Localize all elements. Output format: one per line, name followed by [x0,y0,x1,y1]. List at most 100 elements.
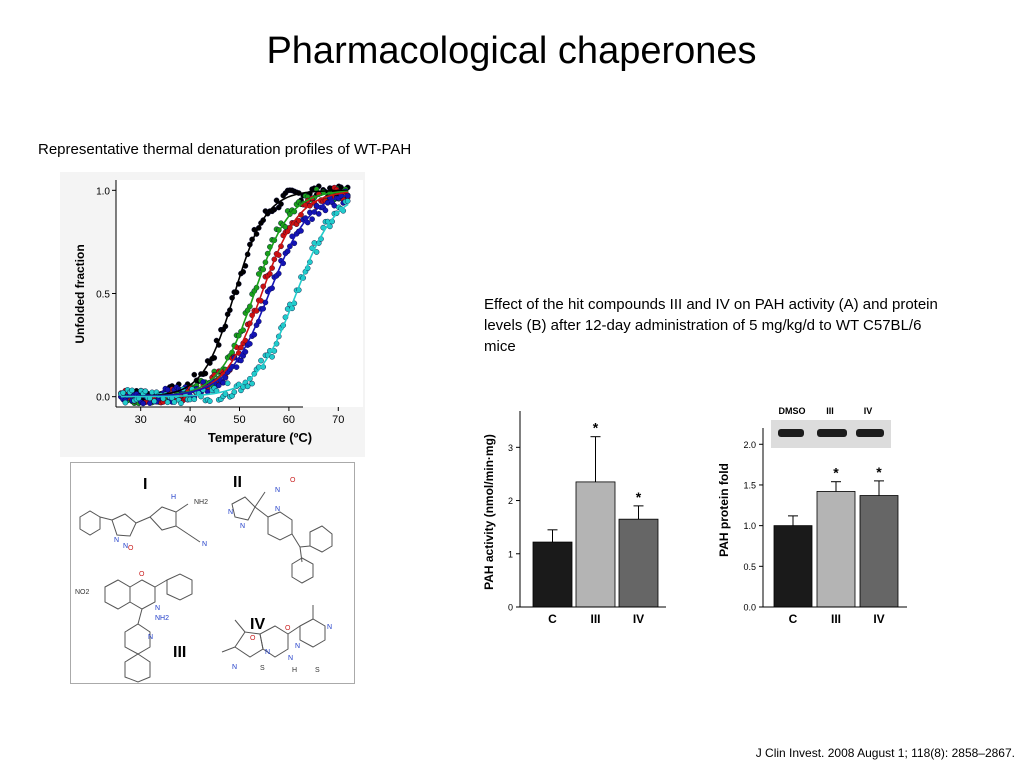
activity-caption: Effect of the hit compounds III and IV o… [484,296,938,355]
x-axis-label: Temperature (ºC) [208,430,312,445]
bar-iv [859,495,899,608]
data-point [249,380,255,387]
data-point [171,399,178,405]
data-point [129,387,135,394]
y-tick-label: 0.0 [743,603,756,613]
data-point [140,400,146,407]
significance-mark: * [636,489,642,505]
data-point [233,364,240,370]
bar-iii [575,481,616,608]
compound-structures: I II III IV N NH2 H N N O N [70,462,355,684]
atom-IV-N1: N [265,649,270,656]
data-point [178,400,184,407]
data-point [142,388,149,395]
atom-IV-O2: O [250,635,256,642]
label-compound-IV: IV [250,616,265,633]
atom-IV-S2: S [315,667,320,674]
blot-label-dmso: DMSO [779,406,806,416]
blot-band-dmso [778,429,804,437]
data-point [122,399,129,406]
y-tick-label: 0.0 [96,393,110,404]
plot-area [116,180,363,407]
y-tick-label: 0.5 [743,562,756,572]
significance-mark: * [833,465,839,481]
category-label: C [789,612,798,626]
bar-c [532,541,573,608]
x-tick-label: 70 [332,414,344,426]
atom-IV-N2: N [288,655,293,662]
data-point [344,198,351,204]
y-tick-label: 0.5 [96,290,110,301]
category-label: C [548,612,557,626]
blot-band-iv [856,429,884,437]
structures-frame [70,462,355,684]
atom-IV-S1: S [260,665,265,672]
category-label: IV [633,612,644,626]
western-blot: DMSO III IV [771,406,891,448]
data-point [207,398,213,404]
atom-II-N4: N [275,487,280,494]
label-compound-III: III [173,644,186,661]
data-point [191,371,198,378]
fit-curve [120,203,349,398]
atom-II-N2: N [240,523,245,530]
data-point [315,211,322,217]
data-point [215,382,222,389]
data-point [244,383,251,390]
y-tick-label: 0 [508,603,513,613]
atom-IV-N4: N [295,643,300,650]
x-tick-label: 30 [135,414,147,426]
blot-band-iii [817,429,847,437]
atom-I-CN: N [202,541,207,548]
category-label: III [590,612,600,626]
y-axis-label: Unfolded fraction [73,244,87,343]
atom-IV-H: H [292,667,297,674]
atom-IV-O: O [285,625,291,632]
data-point [309,216,315,222]
structure-I [79,503,201,543]
label-compound-II: II [233,474,242,491]
slide-title: Pharmacological chaperones [266,30,757,72]
denaturation-caption: Representative thermal denaturation prof… [38,141,412,158]
y-tick-label: 1 [508,549,513,559]
data-point [120,390,126,396]
x-tick-label: 40 [184,414,196,426]
data-point [224,380,231,387]
category-label: III [831,612,841,626]
significance-mark: * [593,420,599,436]
y-tick-label: 1.0 [743,521,756,531]
blot-label-iv: IV [864,406,873,416]
y-tick-label: 2.0 [743,440,756,450]
atom-I-ring-N: N [114,537,119,544]
structure-IV [221,605,326,658]
atom-I-O: O [128,545,134,552]
structure-II [231,491,333,584]
atom-I-N: N [123,543,128,550]
bar-iii [816,491,856,608]
pah-activity-chart: * * 0 1 2 3C III IV PAH activity (nmol/min·mg) [482,411,666,626]
bar-iv [618,518,659,608]
data-point [164,399,171,406]
structure-atom-labels: N NH2 H N N O N N N NO2 O N N NH2 N O N … [75,477,332,674]
bar-c [773,525,813,608]
y-tick-label: 1.5 [743,480,756,490]
atom-IV-N5: N [232,664,237,671]
x-tick-label: 60 [283,414,295,426]
fit-curve [120,194,349,398]
data-point [258,357,264,364]
data-point [238,357,244,364]
y-axis-label: PAH activity (nmol/min·mg) [482,434,496,590]
atom-I-NH: H [171,494,176,501]
data-point [151,398,158,405]
data-point [191,396,198,403]
significance-mark: * [876,464,882,480]
atom-III-NH2: NH2 [155,615,169,622]
category-label: IV [873,612,884,626]
atom-III-N2: N [148,634,153,641]
y-tick-label: 2 [508,496,513,506]
y-axis-label: PAH protein fold [717,463,731,557]
citation: J Clin Invest. 2008 August 1; 118(8): 28… [755,746,1015,760]
y-tick-label: 3 [508,443,513,453]
pah-protein-chart: DMSO III IV * * 0.0 0.5 1.0 1.5 2.0C III IV PAH… [717,406,907,626]
